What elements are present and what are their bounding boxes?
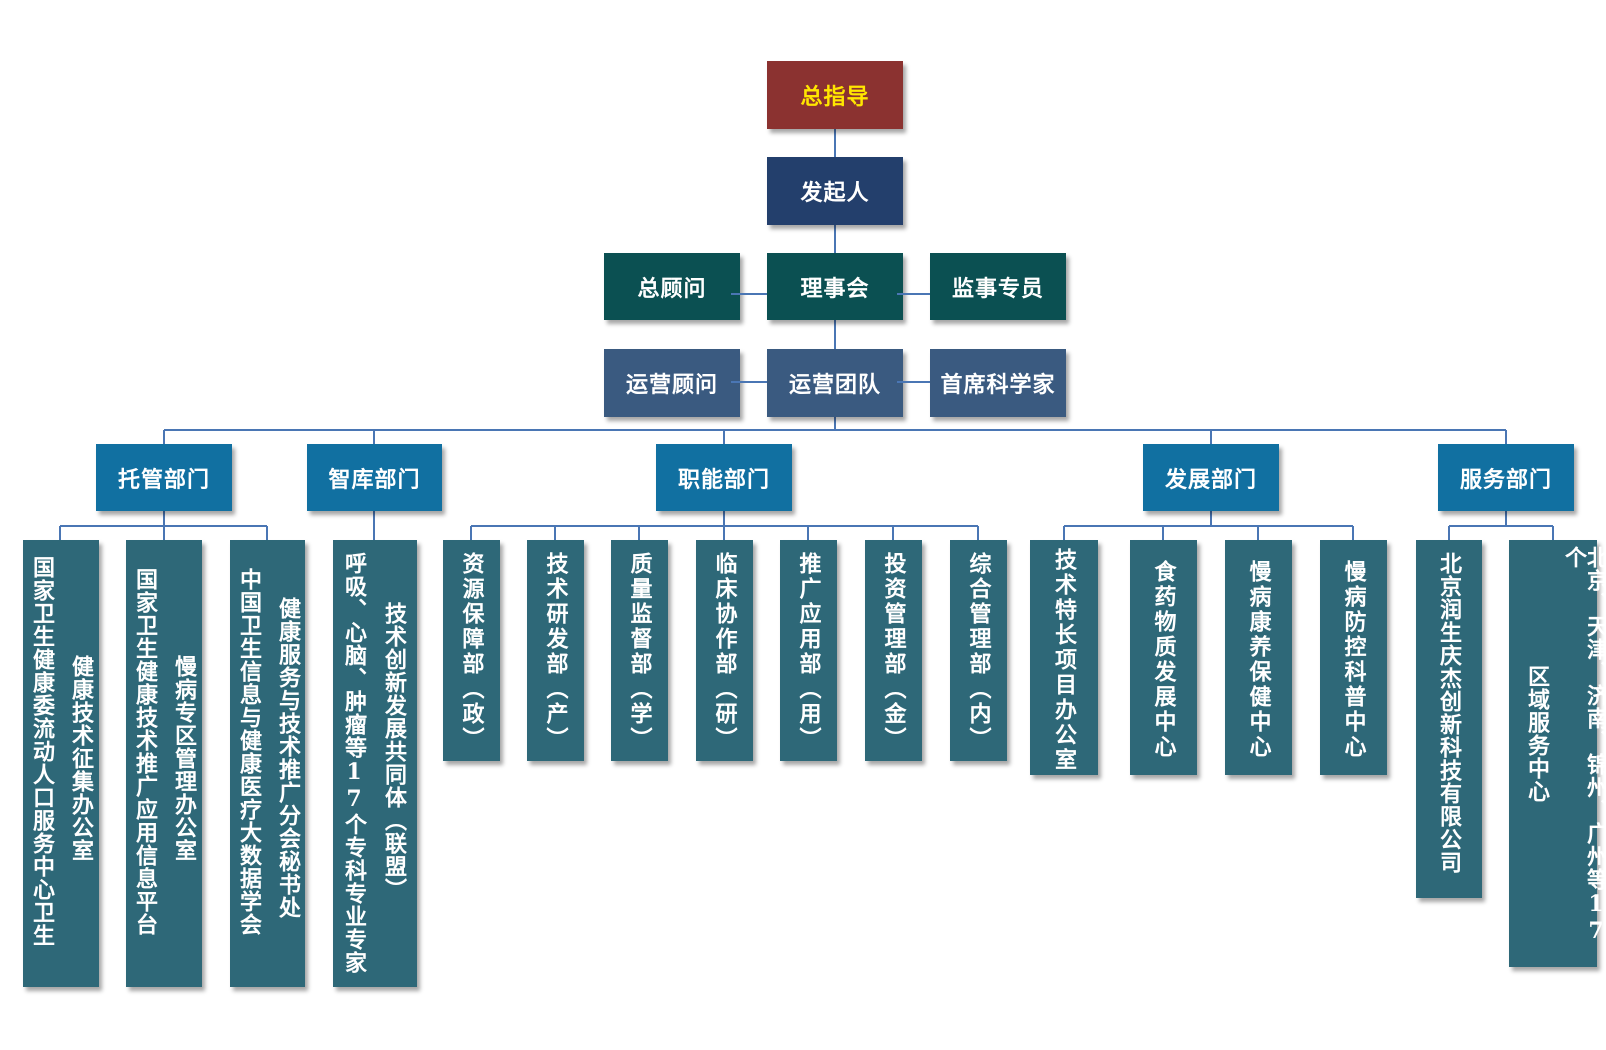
board-box[interactable]: 理事会 (767, 253, 903, 320)
unit-text-column-2: 健康技术征集办公室 (68, 655, 94, 862)
unit-label: 慢病康养保健中心 (1245, 560, 1272, 760)
department-label: 智库部门 (328, 466, 421, 493)
custody-unit-2[interactable]: 国家卫生健康技术推广应用信息平台 慢病专区管理办公室 (126, 540, 202, 987)
unit-label: 北京润生庆杰创新科技有限公司 (1436, 552, 1462, 874)
department-development[interactable]: 发展部门 (1143, 444, 1279, 511)
operations-team-box[interactable]: 运营团队 (767, 349, 903, 417)
custody-unit-1[interactable]: 国家卫生健康委流动人口服务中心卫生 健康技术征集办公室 (23, 540, 99, 987)
connector-board-supervisor (897, 293, 930, 295)
connector-advisor-board (731, 293, 767, 295)
think-tank-unit-1[interactable]: 呼吸、心脑、肿瘤等17个专科专业专家 技术创新发展共同体（联盟） (333, 540, 417, 987)
connector-opsadvisor-team (731, 381, 767, 383)
department-label: 发展部门 (1164, 466, 1257, 493)
unit-label: 推广应用部（用） (795, 552, 822, 752)
unit-label: 技术研发部（产） (542, 552, 569, 752)
chief-advisor-label: 总顾问 (637, 275, 707, 302)
unit-label: 技术特长项目办公室 (1051, 548, 1077, 773)
unit-text-column-2: 技术创新发展共同体（联盟） (381, 602, 407, 901)
operations-advisor-box[interactable]: 运营顾问 (604, 349, 740, 417)
sponsor-box[interactable]: 发起人 (767, 157, 903, 225)
board-label: 理事会 (800, 275, 870, 302)
department-label: 职能部门 (677, 466, 770, 493)
sponsor-label: 发起人 (800, 180, 870, 206)
chief-scientist-box[interactable]: 首席科学家 (930, 349, 1066, 417)
department-service[interactable]: 服务部门 (1438, 444, 1574, 511)
department-label: 托管部门 (117, 466, 210, 493)
department-think-tank[interactable]: 智库部门 (307, 444, 442, 511)
functional-unit[interactable]: 资源保障部（政） (443, 540, 500, 761)
department-label: 服务部门 (1459, 466, 1552, 493)
unit-text-column-2: 健康服务与技术推广分会秘书处 (275, 597, 301, 919)
unit-text-column-1: 国家卫生健康委流动人口服务中心卫生 (29, 556, 55, 947)
unit-text-column-1: 中国卫生信息与健康医疗大数据学会 (236, 568, 262, 936)
department-custody[interactable]: 托管部门 (96, 444, 232, 511)
supervisor-box[interactable]: 监事专员 (930, 253, 1066, 320)
unit-text-column-1: 国家卫生健康技术推广应用信息平台 (132, 568, 158, 936)
functional-unit[interactable]: 质量监督部（学） (611, 540, 668, 761)
development-unit[interactable]: 技术特长项目办公室 (1030, 540, 1098, 775)
operations-advisor-label: 运营顾问 (625, 372, 718, 398)
top-guide-box[interactable]: 总指导 (767, 61, 903, 129)
unit-label: 食药物质发展中心 (1150, 560, 1177, 760)
unit-text-column-2: 慢病专区管理办公室 (171, 655, 197, 862)
operations-team-label: 运营团队 (788, 372, 881, 398)
development-unit[interactable]: 慢病防控科普中心 (1320, 540, 1387, 775)
chief-advisor-box[interactable]: 总顾问 (604, 253, 740, 320)
unit-text-column-1: 区域服务中心 (1524, 665, 1550, 803)
unit-label: 质量监督部（学） (626, 552, 653, 752)
functional-unit[interactable]: 综合管理部（内） (950, 540, 1007, 761)
unit-label: 资源保障部（政） (458, 552, 485, 752)
supervisor-label: 监事专员 (951, 275, 1044, 302)
department-functional[interactable]: 职能部门 (656, 444, 792, 511)
connector-team-scientist (897, 381, 930, 383)
functional-unit[interactable]: 推广应用部（用） (780, 540, 837, 761)
chief-scientist-label: 首席科学家 (940, 372, 1056, 398)
unit-label: 临床协作部（研） (711, 552, 738, 752)
custody-unit-3[interactable]: 中国卫生信息与健康医疗大数据学会 健康服务与技术推广分会秘书处 (230, 540, 305, 987)
unit-text-column-1: 呼吸、心脑、肿瘤等17个专科专业专家 (341, 552, 367, 974)
functional-unit[interactable]: 投资管理部（金） (865, 540, 922, 761)
unit-label: 慢病防控科普中心 (1340, 560, 1367, 760)
top-guide-label: 总指导 (800, 84, 870, 110)
functional-unit[interactable]: 临床协作部（研） (696, 540, 753, 761)
development-unit[interactable]: 慢病康养保健中心 (1225, 540, 1292, 775)
service-unit-1[interactable]: 北京润生庆杰创新科技有限公司 (1416, 540, 1482, 898)
unit-text-column-2: 北京、天津、济南、锦州、广州等17个 (1561, 546, 1606, 945)
unit-label: 投资管理部（金） (880, 552, 907, 752)
functional-unit[interactable]: 技术研发部（产） (527, 540, 584, 761)
unit-label: 综合管理部（内） (965, 552, 992, 752)
development-unit[interactable]: 食药物质发展中心 (1130, 540, 1197, 775)
service-unit-2[interactable]: 区域服务中心 北京、天津、济南、锦州、广州等17个 (1509, 540, 1606, 967)
